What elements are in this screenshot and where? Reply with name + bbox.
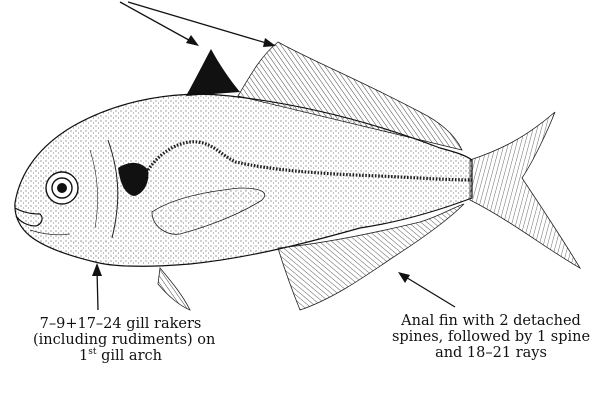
anal-fin-arrow: [398, 272, 455, 307]
anal-fin-line-1: Anal fin with 2 detached: [386, 313, 596, 329]
eye: [46, 172, 78, 204]
gill-rakers-line-3-suffix: gill arch: [97, 348, 162, 364]
gill-rakers-line-1: 7–9+17–24 gill rakers: [33, 316, 208, 332]
gill-rakers-line-3-sup: st: [88, 347, 96, 357]
dorsal-arrows: [120, 2, 276, 47]
anal-fin-line-2: spines, followed by 1 spine: [386, 329, 596, 345]
anal-fin-label: Anal fin with 2 detached spines, followe…: [386, 313, 596, 361]
gill-rakers-line-2: (including rudiments) on: [33, 332, 208, 348]
anal-fin-line-3: and 18–21 rays: [386, 345, 596, 361]
gill-rakers-line-3-prefix: 1: [79, 348, 88, 364]
caudal-fin: [470, 112, 580, 268]
gill-rakers-arrow: [92, 263, 102, 310]
gill-rakers-label: 7–9+17–24 gill rakers (including rudimen…: [33, 316, 208, 364]
dorsal-spines: [186, 49, 240, 96]
gill-rakers-line-3: 1st gill arch: [33, 348, 208, 364]
pelvic-fin: [158, 268, 190, 310]
